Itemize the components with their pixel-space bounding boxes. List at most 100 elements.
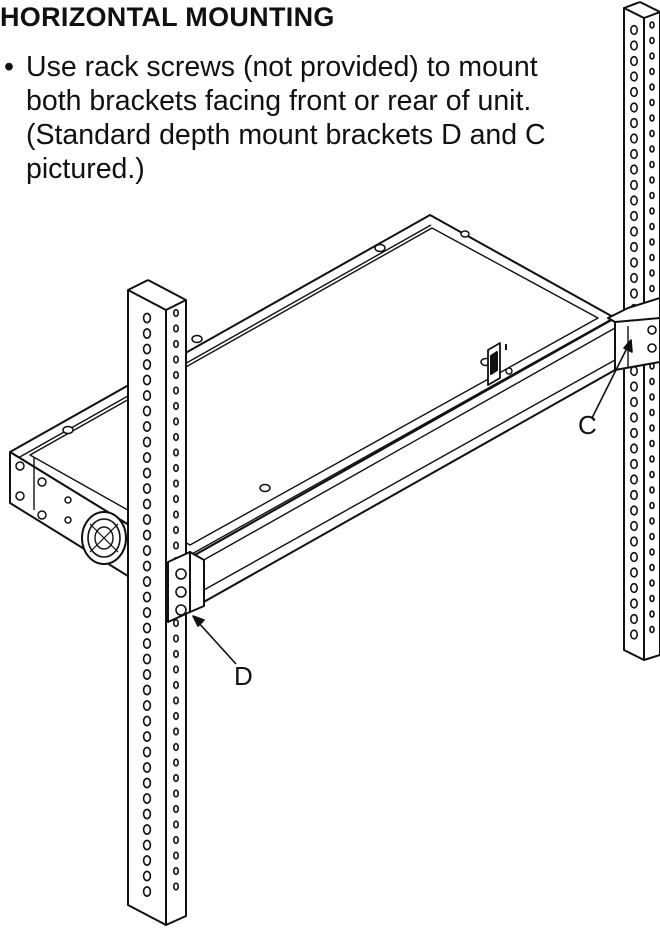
rail-hole <box>173 386 180 395</box>
rail-hole <box>173 882 180 891</box>
rail-hole <box>142 607 152 618</box>
rail-hole <box>142 684 152 696</box>
rail-hole <box>649 36 655 45</box>
rail-hole <box>649 563 655 572</box>
rail-hole <box>649 517 655 525</box>
rail-hole <box>142 467 152 479</box>
rail-hole <box>173 541 180 550</box>
rail-hole <box>649 114 655 122</box>
rail-hole <box>173 758 180 767</box>
rail-hole <box>173 401 180 411</box>
rail-hole <box>649 455 655 463</box>
rail-hole <box>142 545 152 556</box>
rail-hole <box>629 567 638 578</box>
rail-hole <box>629 598 638 609</box>
rail-hole <box>629 443 638 454</box>
rail-hole <box>629 536 638 547</box>
rail-hole <box>173 866 180 876</box>
rail-hole <box>649 52 655 60</box>
rail-hole <box>142 855 152 866</box>
rail-hole <box>142 560 152 572</box>
rail-hole <box>629 241 638 253</box>
rail-hole <box>649 21 655 29</box>
fan-icon <box>81 511 127 565</box>
rail-hole <box>142 374 152 386</box>
rail-hole <box>649 98 655 107</box>
instruction-line-2: both brackets facing front or rear of un… <box>26 85 532 117</box>
rail-hole <box>649 594 655 603</box>
rail-hole <box>629 148 638 160</box>
rail-hole <box>142 870 152 882</box>
rail-hole <box>142 700 152 711</box>
rail-hole <box>629 71 638 82</box>
rail-hole <box>629 613 638 625</box>
rail-hole <box>142 343 152 355</box>
rail-hole <box>173 308 180 318</box>
rail-hole <box>629 381 638 392</box>
rail-hole <box>649 486 655 494</box>
rail-hole <box>173 835 180 845</box>
bracket-d <box>167 551 205 623</box>
rail-hole <box>142 669 152 680</box>
rail-hole <box>173 494 180 504</box>
rail-hole <box>142 312 152 324</box>
rail-hole <box>629 396 638 408</box>
rail-hole <box>649 253 655 262</box>
rail-hole <box>649 548 655 556</box>
rail-hole <box>173 417 180 426</box>
rail-hole <box>142 793 152 804</box>
rail-hole <box>142 498 152 510</box>
rail-hole <box>173 696 180 705</box>
rail-hole <box>629 489 638 501</box>
rail-hole <box>173 742 180 752</box>
rail-hole <box>649 207 655 215</box>
instruction-line-4: pictured.) <box>26 153 145 185</box>
rail-hole <box>173 789 180 798</box>
rail-hole <box>649 222 655 231</box>
rail-hole <box>173 463 180 473</box>
rail-hole <box>142 529 152 541</box>
rail-hole <box>629 133 638 144</box>
rail-hole <box>142 405 152 417</box>
rail-hole <box>629 55 638 67</box>
callout-label-d: D <box>234 661 253 691</box>
callout-leader-d <box>192 615 237 665</box>
rail-hole <box>142 328 152 339</box>
rack-unit <box>9 214 616 613</box>
rail-hole <box>142 359 152 370</box>
rail-hole <box>629 117 638 129</box>
rail-hole <box>142 483 152 494</box>
callout-leader-c <box>591 339 633 419</box>
rail-hole <box>649 238 655 246</box>
rail-hole <box>142 436 152 448</box>
rail-hole <box>649 145 655 153</box>
rail-hole <box>649 470 655 479</box>
rail-hole <box>142 622 152 634</box>
rail-hole <box>173 510 180 519</box>
instruction-line-3: (Standard depth mount brackets D and C <box>26 119 546 151</box>
rail-hole <box>649 610 655 618</box>
rail-hole <box>142 452 152 463</box>
callout-label-c: C <box>578 410 597 440</box>
rail-hole <box>649 532 655 541</box>
rail-hole <box>173 804 180 814</box>
rail-hole <box>649 501 655 510</box>
rail-hole <box>142 824 152 835</box>
rail-hole <box>173 727 180 736</box>
bullet-icon: • <box>4 51 14 83</box>
rail-hole <box>629 272 638 284</box>
rail-hole <box>142 653 152 665</box>
instruction-text: •Use rack screws (not provided) to mount… <box>4 50 644 186</box>
bracket-c <box>607 297 660 371</box>
rail-hole <box>649 176 655 184</box>
rail-hole <box>142 839 152 851</box>
rail-hole <box>142 777 152 789</box>
rail-hole <box>142 576 152 587</box>
rail-hole <box>649 579 655 587</box>
rail-hole <box>649 408 655 417</box>
rail-hole <box>173 324 180 333</box>
rail-hole <box>173 711 180 721</box>
rail-hole <box>142 514 152 525</box>
rail-hole <box>142 762 152 773</box>
rail-hole <box>629 257 638 268</box>
